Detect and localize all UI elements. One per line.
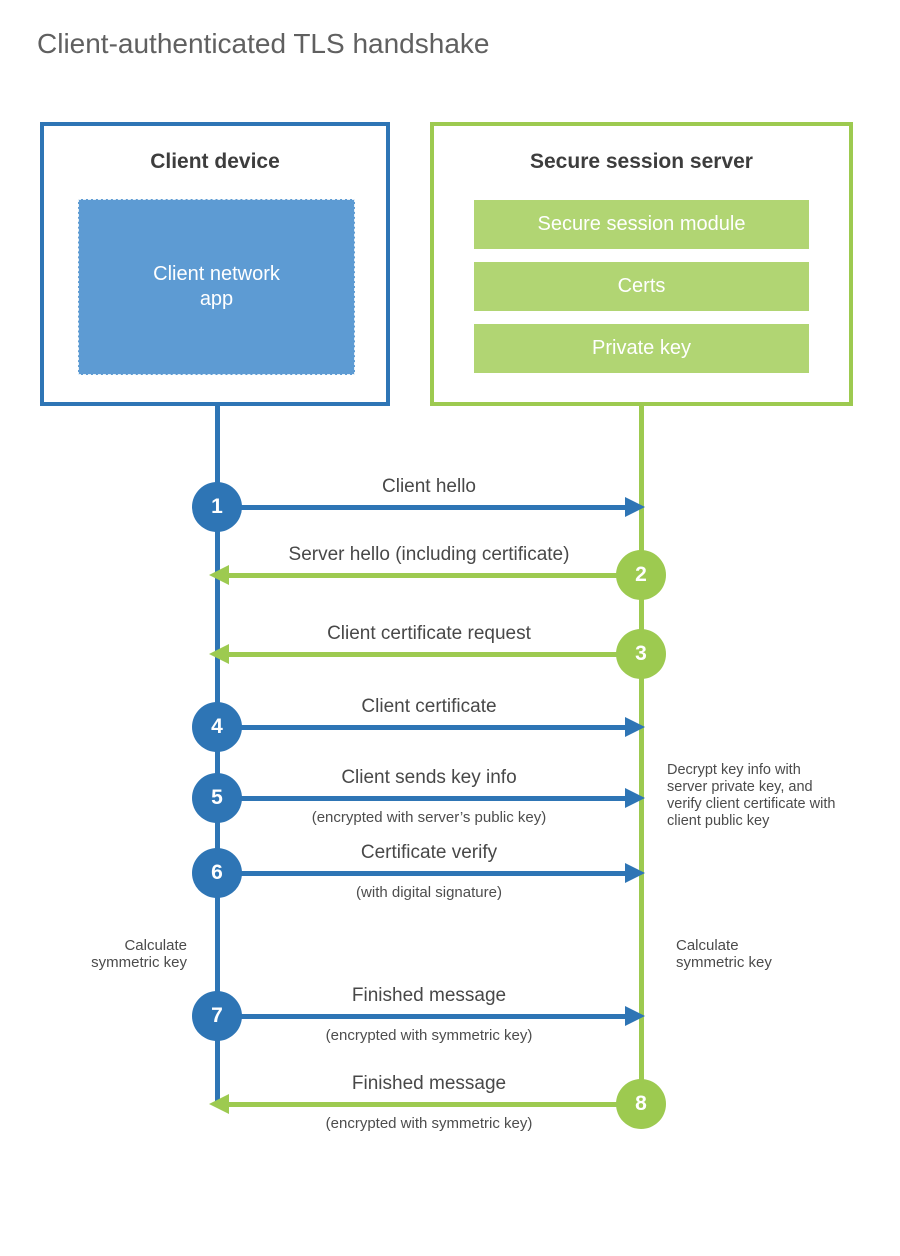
calculate-symmetric-key-server: Calculate symmetric key bbox=[676, 937, 772, 972]
step-circle-3: 3 bbox=[616, 629, 666, 679]
arrow-line bbox=[229, 652, 641, 657]
step-circle-2: 2 bbox=[616, 550, 666, 600]
message-label: Finished message bbox=[351, 1073, 507, 1094]
arrow-head-left-icon bbox=[209, 1094, 229, 1114]
server-module-certs: Certs bbox=[474, 262, 809, 311]
client-device-box: Client device Client network app bbox=[40, 122, 390, 406]
client-network-app-label: Client network app bbox=[153, 263, 280, 310]
arrow-line bbox=[217, 796, 625, 801]
arrow-line bbox=[229, 573, 641, 578]
arrow-line bbox=[217, 871, 625, 876]
calculate-symmetric-key-client: Calculate symmetric key bbox=[91, 937, 187, 972]
server-module-private-key: Private key bbox=[474, 324, 809, 373]
step-number: 4 bbox=[211, 715, 223, 738]
arrow-line bbox=[217, 505, 625, 510]
arrow-head-right-icon bbox=[625, 788, 645, 808]
arrow-head-left-icon bbox=[209, 565, 229, 585]
message-label: Finished message bbox=[351, 985, 507, 1006]
step-number: 6 bbox=[211, 861, 223, 884]
arrow-head-right-icon bbox=[625, 497, 645, 517]
step-circle-1: 1 bbox=[192, 482, 242, 532]
step-number: 3 bbox=[635, 642, 647, 665]
message-sublabel: (encrypted with symmetric key) bbox=[325, 1027, 533, 1044]
message-label: Certificate verify bbox=[360, 842, 498, 863]
step-number: 5 bbox=[211, 786, 223, 809]
arrow-line bbox=[229, 1102, 641, 1107]
step-number: 1 bbox=[211, 495, 223, 518]
step-number: 7 bbox=[211, 1004, 223, 1027]
arrow-line bbox=[217, 1014, 625, 1019]
client-device-title: Client device bbox=[150, 150, 280, 173]
message-sublabel: (encrypted with symmetric key) bbox=[325, 1115, 533, 1132]
server-lifeline bbox=[639, 406, 644, 1104]
step-circle-4: 4 bbox=[192, 702, 242, 752]
message-label: Server hello (including certificate) bbox=[288, 544, 570, 565]
server-decrypt-note: Decrypt key info with server private key… bbox=[667, 762, 836, 830]
message-sublabel: (with digital signature) bbox=[356, 884, 502, 901]
arrow-head-right-icon bbox=[625, 1006, 645, 1026]
step-circle-7: 7 bbox=[192, 991, 242, 1041]
message-label: Client certificate request bbox=[327, 623, 531, 644]
message-label: Client sends key info bbox=[341, 767, 517, 788]
step-number: 8 bbox=[635, 1092, 647, 1115]
arrow-line bbox=[217, 725, 625, 730]
page-title: Client-authenticated TLS handshake bbox=[37, 28, 490, 59]
server-module-secure-session: Secure session module bbox=[474, 200, 809, 249]
message-label: Client hello bbox=[382, 476, 476, 497]
arrow-head-right-icon bbox=[625, 717, 645, 737]
secure-session-server-box: Secure session server Secure session mod… bbox=[430, 122, 853, 406]
message-label: Client certificate bbox=[361, 696, 497, 717]
step-circle-8: 8 bbox=[616, 1079, 666, 1129]
arrow-head-right-icon bbox=[625, 863, 645, 883]
client-network-app-box: Client network app bbox=[78, 199, 355, 375]
step-number: 2 bbox=[635, 563, 647, 586]
message-sublabel: (encrypted with server’s public key) bbox=[311, 809, 547, 826]
step-circle-6: 6 bbox=[192, 848, 242, 898]
step-circle-5: 5 bbox=[192, 773, 242, 823]
arrow-head-left-icon bbox=[209, 644, 229, 664]
client-lifeline bbox=[215, 406, 220, 1105]
secure-session-server-title: Secure session server bbox=[530, 150, 753, 173]
